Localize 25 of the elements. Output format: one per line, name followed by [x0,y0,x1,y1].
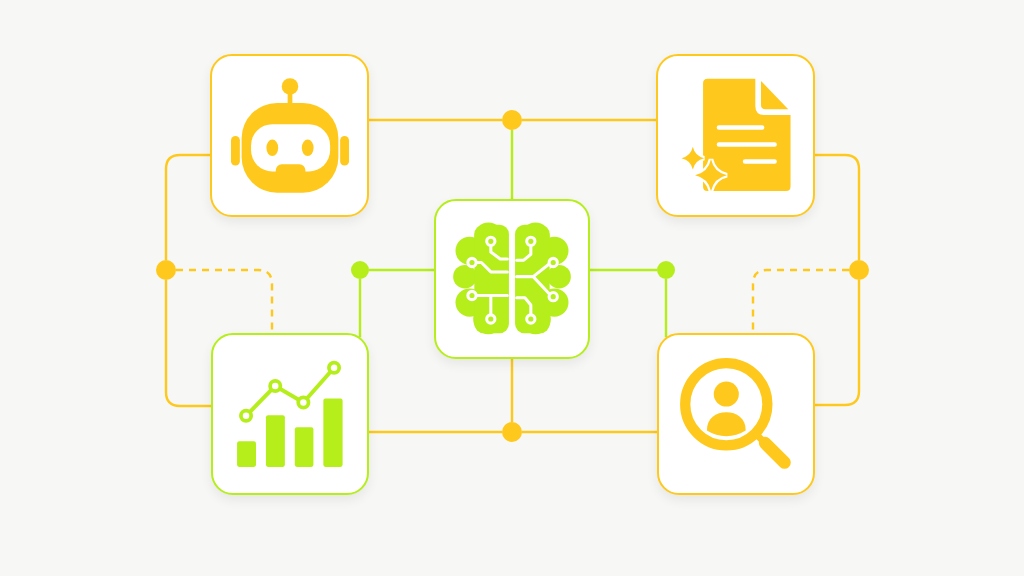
junction-dot [156,260,176,280]
junction-dot [849,260,869,280]
icon-card [434,199,590,359]
connector-line [358,279,362,338]
junction-dot [502,422,522,442]
connector-line [664,279,668,338]
connector-line [815,280,861,407]
connector-line [522,430,657,434]
connector-line [164,280,211,408]
icon-card [210,54,369,217]
junction-dot [502,110,522,130]
connector-line [510,130,514,199]
icon-card [657,333,815,495]
junction-dot [351,261,369,279]
connector-line [369,118,502,122]
connector-line [369,430,502,434]
connector-line [510,359,514,422]
connector-line [522,118,656,122]
connector-line [369,268,434,272]
junction-dot [657,261,675,279]
icon-card [211,333,369,495]
connector-line [590,268,657,272]
connector-line [164,153,210,260]
connector-line [815,153,861,260]
icon-card [656,54,815,217]
